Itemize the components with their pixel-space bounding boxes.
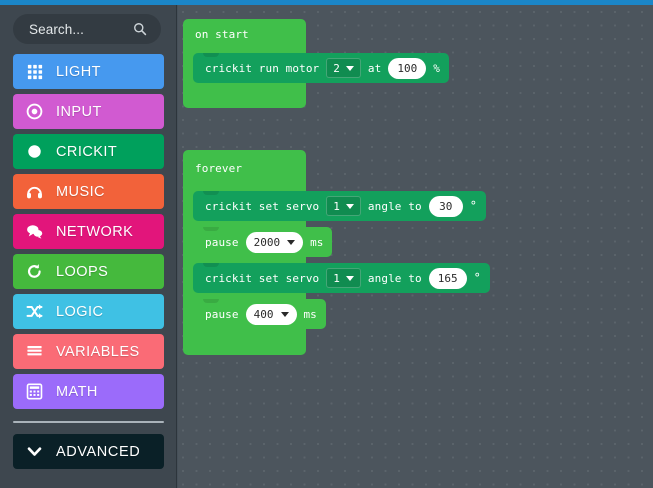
crickit-run-motor-block[interactable]: crickit run motor 2 at 100 % — [193, 53, 449, 83]
sidebar-item-label: ADVANCED — [56, 443, 141, 460]
sidebar-item-loops[interactable]: LOOPS — [13, 254, 164, 289]
refresh-arrow-icon — [25, 262, 44, 281]
block-workspace[interactable]: on start crickit run motor 2 at 100 % fo… — [178, 5, 653, 488]
crickit-set-servo-block[interactable]: crickit set servo 1 angle to 30 ° — [193, 191, 486, 221]
servo-angle-unit: ° — [473, 271, 481, 285]
sidebar-item-logic[interactable]: LOGIC — [13, 294, 164, 329]
motor-speed-input[interactable]: 100 — [388, 57, 427, 79]
sidebar-item-variables[interactable]: VARIABLES — [13, 334, 164, 369]
sidebar-item-light[interactable]: LIGHT — [13, 54, 164, 89]
pause-unit: ms — [310, 235, 324, 249]
motor-speed-value: 100 — [397, 61, 418, 75]
servo-angle-input[interactable]: 165 — [428, 267, 467, 289]
toolbox-panel: Search... — [0, 5, 177, 488]
shuffle-icon — [25, 302, 44, 321]
chevron-down-icon — [25, 442, 44, 461]
block-text: angle to — [367, 271, 422, 285]
crickit-set-servo-block[interactable]: crickit set servo 1 angle to 165 ° — [193, 263, 490, 293]
sidebar-item-label: LOOPS — [56, 263, 109, 280]
pause-duration-value: 400 — [253, 307, 274, 321]
sidebar-item-music[interactable]: MUSIC — [13, 174, 164, 209]
pause-duration-select[interactable]: 2000 — [245, 231, 304, 253]
sidebar-item-label: VARIABLES — [56, 343, 140, 360]
chevron-down-icon — [345, 203, 354, 209]
category-list: LIGHT INPUT CRICKIT — [13, 54, 164, 469]
grid-icon — [25, 62, 44, 81]
pause-duration-value: 2000 — [253, 235, 281, 249]
headphones-icon — [25, 182, 44, 201]
toolbox-divider — [13, 421, 164, 423]
chevron-down-icon — [280, 311, 289, 317]
servo-select[interactable]: 1 — [326, 196, 361, 216]
block-text: crickit run motor — [205, 61, 320, 75]
search-placeholder: Search... — [29, 21, 84, 37]
sidebar-item-label: NETWORK — [56, 223, 134, 240]
forever-label: forever — [195, 162, 243, 175]
block-text: pause — [205, 235, 239, 249]
target-dot-icon — [25, 102, 44, 121]
sidebar-item-label: MUSIC — [56, 183, 105, 200]
block-text: angle to — [367, 199, 422, 213]
sidebar-item-label: INPUT — [56, 103, 102, 120]
sidebar-item-math[interactable]: MATH — [13, 374, 164, 409]
list-lines-icon — [25, 342, 44, 361]
sidebar-item-label: CRICKIT — [56, 143, 118, 160]
motor-speed-unit: % — [433, 61, 440, 75]
servo-select-value: 1 — [333, 271, 340, 285]
filled-circle-icon — [25, 142, 44, 161]
pause-duration-select[interactable]: 400 — [245, 303, 297, 325]
pause-unit: ms — [303, 307, 317, 321]
sidebar-item-label: LOGIC — [56, 303, 104, 320]
sidebar-item-network[interactable]: NETWORK — [13, 214, 164, 249]
motor-select-value: 2 — [333, 61, 340, 75]
servo-angle-value: 30 — [439, 199, 453, 213]
chevron-down-icon — [345, 65, 354, 71]
servo-angle-value: 165 — [437, 271, 458, 285]
sidebar-item-label: MATH — [56, 383, 98, 400]
pause-block[interactable]: pause 400 ms — [193, 299, 326, 329]
speech-bubbles-icon — [25, 222, 44, 241]
search-input[interactable]: Search... — [13, 14, 161, 44]
block-text: pause — [205, 307, 239, 321]
servo-select-value: 1 — [333, 199, 340, 213]
on-start-label: on start — [195, 28, 249, 41]
motor-select[interactable]: 2 — [326, 58, 361, 78]
block-text: at — [367, 61, 382, 75]
servo-angle-input[interactable]: 30 — [428, 195, 463, 217]
sidebar-item-label: LIGHT — [56, 63, 101, 80]
pause-block[interactable]: pause 2000 ms — [193, 227, 333, 257]
top-accent-bar — [0, 0, 653, 5]
block-text: crickit set servo — [205, 271, 320, 285]
chevron-down-icon — [287, 239, 296, 245]
chevron-down-icon — [345, 275, 354, 281]
sidebar-item-advanced[interactable]: ADVANCED — [13, 434, 164, 469]
sidebar-item-crickit[interactable]: CRICKIT — [13, 134, 164, 169]
search-icon — [133, 22, 147, 36]
sidebar-item-input[interactable]: INPUT — [13, 94, 164, 129]
block-text: crickit set servo — [205, 199, 320, 213]
servo-select[interactable]: 1 — [326, 268, 361, 288]
servo-angle-unit: ° — [469, 199, 477, 213]
calculator-icon — [25, 382, 44, 401]
